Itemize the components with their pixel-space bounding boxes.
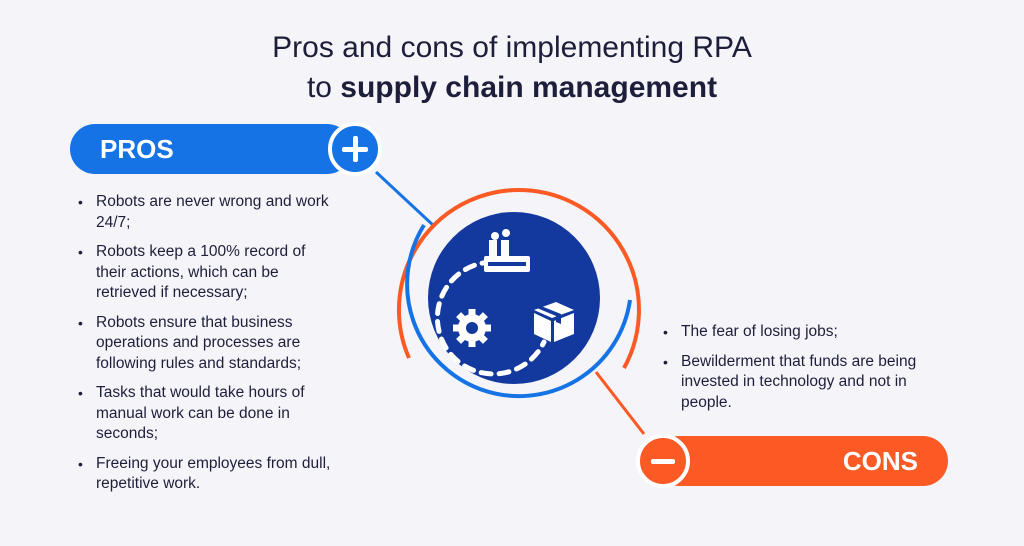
factory-icon bbox=[484, 229, 530, 272]
page-title: Pros and cons of implementing RPA to sup… bbox=[0, 28, 1024, 108]
list-item: Robots ensure that business operations a… bbox=[78, 313, 334, 375]
cons-header: CONS bbox=[654, 436, 948, 486]
list-item: Freeing your employees from dull, repeti… bbox=[78, 454, 334, 495]
cycle-dashed-path bbox=[434, 259, 547, 377]
list-item: Robots are never wrong and work 24/7; bbox=[78, 192, 334, 233]
list-item: The fear of losing jobs; bbox=[663, 322, 919, 343]
title-line-2: to supply chain management bbox=[0, 68, 1024, 108]
gear-icon bbox=[453, 309, 491, 347]
list-item: Tasks that would take hours of manual wo… bbox=[78, 383, 334, 445]
minus-icon bbox=[636, 434, 690, 488]
cons-list: The fear of losing jobs; Bewilderment th… bbox=[663, 322, 919, 422]
list-item: Bewilderment that funds are being invest… bbox=[663, 352, 919, 414]
box-icon bbox=[534, 302, 574, 342]
pros-header: PROS bbox=[70, 124, 352, 174]
cons-connector-line bbox=[594, 371, 646, 435]
title-line-2-bold: supply chain management bbox=[340, 71, 718, 104]
title-line-1: Pros and cons of implementing RPA bbox=[272, 31, 752, 64]
cons-label: CONS bbox=[842, 446, 918, 476]
outer-blue-ring bbox=[405, 223, 632, 399]
pros-list: Robots are never wrong and work 24/7; Ro… bbox=[78, 192, 334, 504]
plus-icon bbox=[328, 122, 382, 176]
pros-connector-line bbox=[374, 170, 436, 228]
pros-label: PROS bbox=[100, 134, 174, 164]
outer-orange-ring bbox=[397, 188, 641, 369]
title-line-2-prefix: to bbox=[306, 71, 341, 104]
list-item: Robots keep a 100% record of their actio… bbox=[78, 242, 334, 304]
